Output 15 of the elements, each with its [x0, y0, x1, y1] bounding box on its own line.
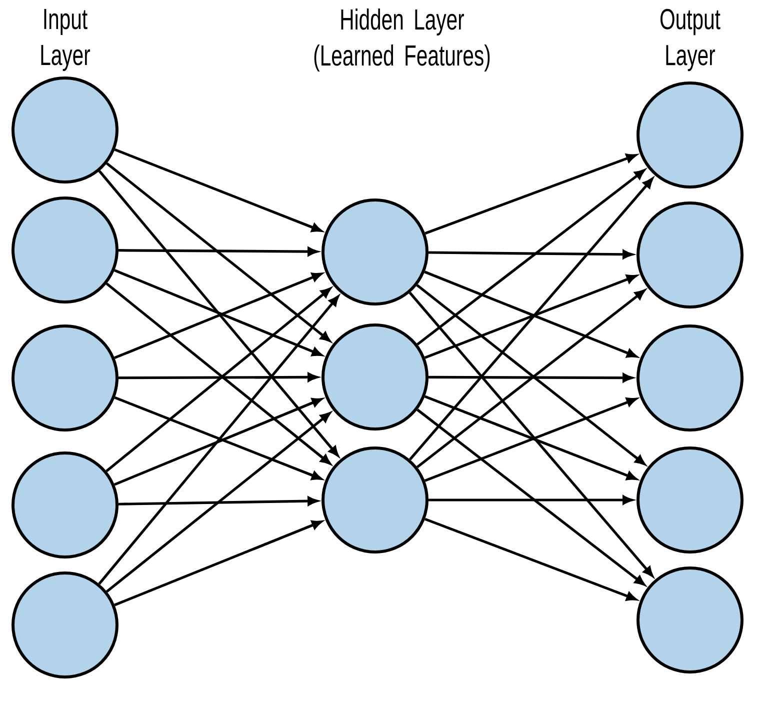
- neuron-circle: [12, 76, 118, 184]
- neuron-circle: [12, 452, 118, 558]
- neuron-circle: [636, 324, 744, 432]
- arrow: [424, 518, 637, 601]
- neuron-circle: [636, 566, 744, 674]
- layer-heading: Hidden Layer (Learned Features): [314, 8, 490, 72]
- neuron-circle: [636, 82, 744, 188]
- neuron-circle: [636, 202, 744, 308]
- neuron-circle: [12, 572, 118, 678]
- neuron-circle: [636, 446, 744, 554]
- neuron-circle: [12, 196, 118, 304]
- neuron-circle: [322, 324, 428, 430]
- neuron-circle: [322, 446, 428, 554]
- neuron-circle: [12, 324, 118, 432]
- neuron-circle: [322, 198, 428, 306]
